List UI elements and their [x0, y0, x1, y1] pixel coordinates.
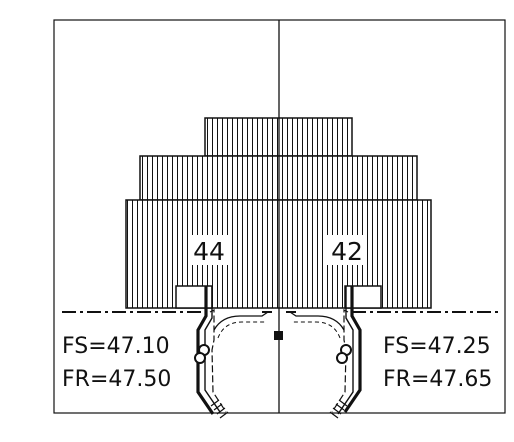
pier-label-right-bg — [327, 235, 367, 265]
pier-label-right: 42 — [331, 237, 363, 266]
annotation-left-fs: FS=47.10 — [62, 334, 170, 359]
valve-right-lower — [336, 352, 348, 364]
right-pier — [286, 286, 362, 419]
support-box-right — [344, 285, 382, 309]
annotation-left-fr: FR=47.50 — [62, 367, 171, 392]
annotation-right-fs: FS=47.25 — [383, 334, 491, 359]
left-pier — [194, 286, 272, 419]
annotation-right-fr: FR=47.65 — [383, 367, 492, 392]
center-marker — [274, 331, 283, 340]
valve-left-lower — [194, 352, 206, 364]
pier-label-left-bg — [189, 235, 229, 265]
pier-label-left: 44 — [193, 237, 225, 266]
